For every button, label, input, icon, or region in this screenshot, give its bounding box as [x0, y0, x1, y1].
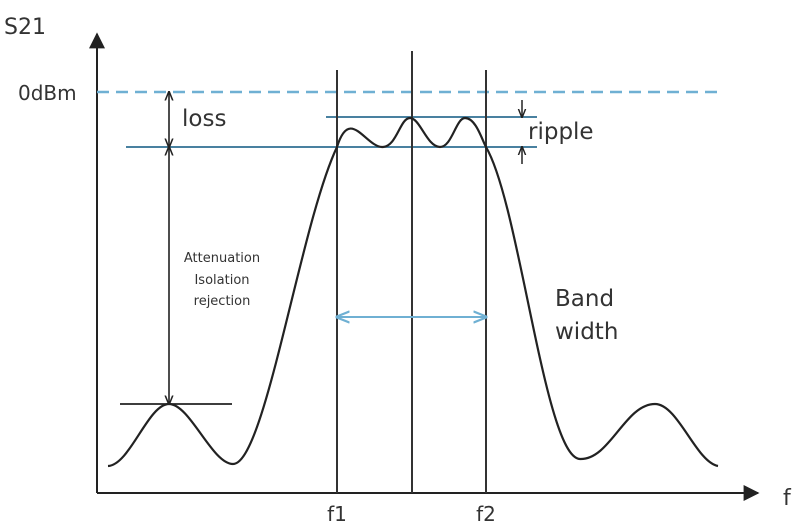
attenuation-label: Attenuation — [184, 251, 260, 266]
reference-level-label: 0dBm — [18, 81, 77, 105]
f1-label: f1 — [327, 502, 347, 526]
bandwidth-label-line2: width — [555, 319, 618, 345]
x-axis-label: f — [783, 486, 792, 511]
loss-label: loss — [182, 106, 226, 132]
f2-label: f2 — [476, 502, 496, 526]
axes — [89, 32, 760, 501]
isolation-label: Isolation — [194, 273, 249, 288]
bandwidth-label-line1: Band — [555, 286, 614, 312]
ripple-label: ripple — [528, 119, 594, 145]
y-axis-label: S21 — [4, 15, 46, 40]
filter-response-curve — [107, 116, 719, 468]
rejection-label: rejection — [194, 294, 251, 309]
